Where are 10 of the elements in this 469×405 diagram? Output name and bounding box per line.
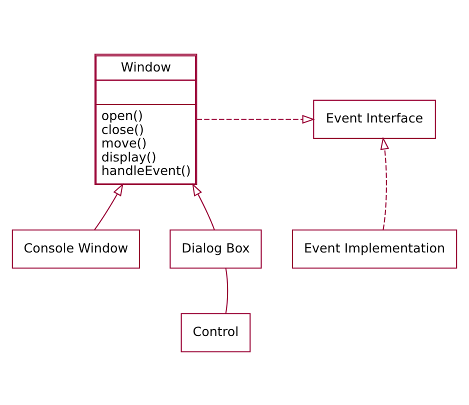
arrow bbox=[196, 114, 316, 124]
arrow bbox=[380, 136, 390, 230]
arrow bbox=[94, 182, 124, 230]
node-box: Dialog Box bbox=[170, 228, 262, 268]
node-box: Control bbox=[180, 312, 251, 352]
node-box: Event Interface bbox=[313, 99, 436, 138]
node-box: Console Window bbox=[12, 228, 140, 268]
arrow bbox=[192, 182, 215, 230]
connector bbox=[225, 268, 228, 314]
node-box: Event Implementation bbox=[292, 228, 458, 268]
